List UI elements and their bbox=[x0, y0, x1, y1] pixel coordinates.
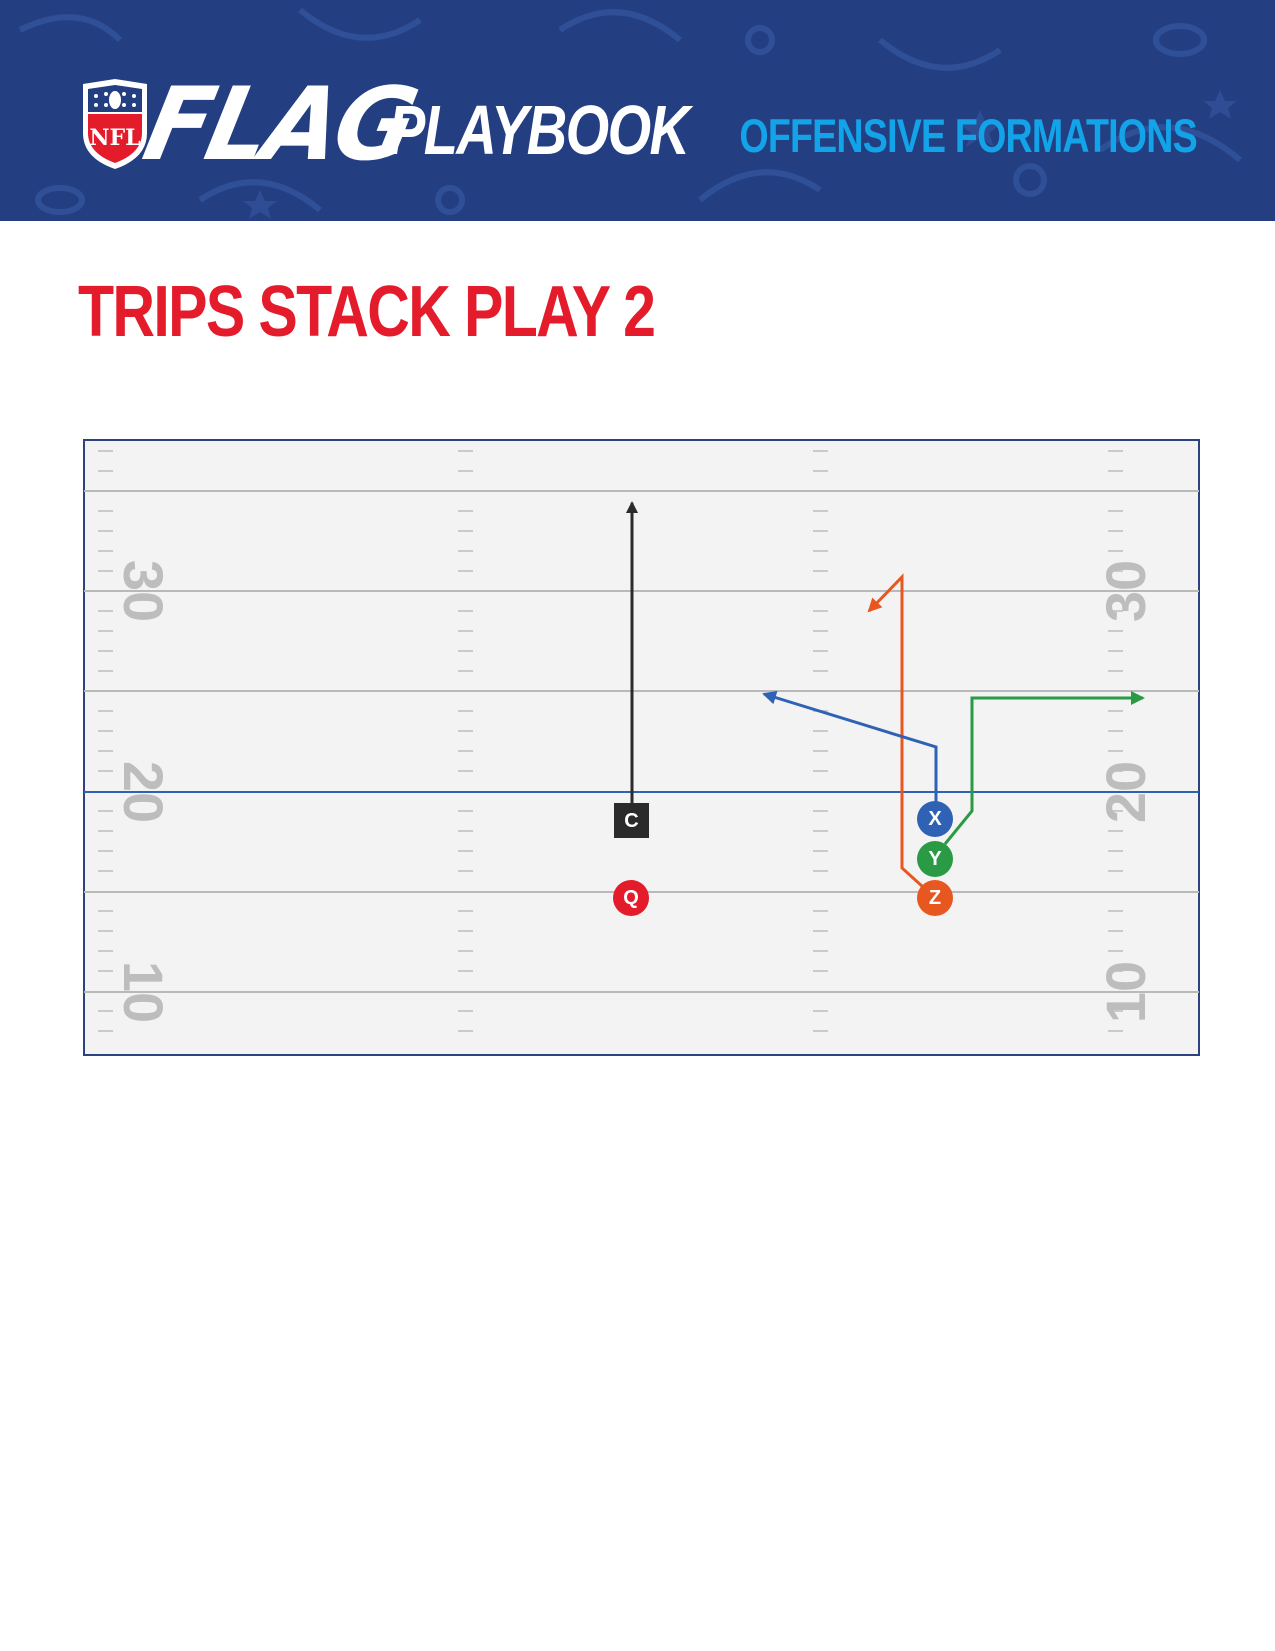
player-quarterback-label: Q bbox=[623, 887, 639, 909]
player-y-label: Y bbox=[928, 848, 942, 870]
player-x: X bbox=[917, 801, 953, 837]
header-banner: NFL FLAG PLAYBOOK OFFENSIVE FORMATIONS bbox=[0, 0, 1275, 221]
brand-flag-word: FLAG bbox=[134, 65, 424, 184]
player-y: Y bbox=[917, 841, 953, 877]
nfl-shield-icon: NFL bbox=[83, 79, 147, 169]
header-background-pattern bbox=[18, 7, 1242, 219]
field-surface bbox=[83, 439, 1200, 1056]
nfl-shield-text: NFL bbox=[89, 125, 140, 151]
x-route-line bbox=[762, 690, 938, 821]
player-center-label: C bbox=[624, 810, 638, 832]
player-z: Z bbox=[917, 880, 953, 916]
play-diagram: 30 20 10 30 20 10 C Q X Y Z bbox=[83, 439, 1200, 1056]
yard-number-left-20: 20 bbox=[112, 761, 175, 823]
hash-marks bbox=[98, 450, 1123, 1032]
yard-number-right-20: 20 bbox=[1094, 761, 1157, 823]
yard-number-right-30: 30 bbox=[1094, 560, 1157, 622]
brand-playbook-word: PLAYBOOK bbox=[388, 91, 690, 169]
yard-number-left-10: 10 bbox=[112, 961, 175, 1023]
player-x-label: X bbox=[928, 808, 942, 830]
y-route-line bbox=[943, 691, 1145, 845]
player-center: C bbox=[614, 803, 649, 838]
z-route-line bbox=[867, 573, 935, 898]
yard-number-left-30: 30 bbox=[112, 560, 175, 622]
yard-number-right-10: 10 bbox=[1094, 961, 1157, 1023]
section-label: OFFENSIVE FORMATIONS bbox=[739, 109, 1198, 162]
player-quarterback: Q bbox=[613, 880, 649, 916]
flag-playbook-logo: NFL FLAG PLAYBOOK bbox=[80, 65, 690, 190]
play-title: TRIPS STACK PLAY 2 bbox=[78, 272, 656, 352]
player-z-label: Z bbox=[929, 887, 941, 909]
